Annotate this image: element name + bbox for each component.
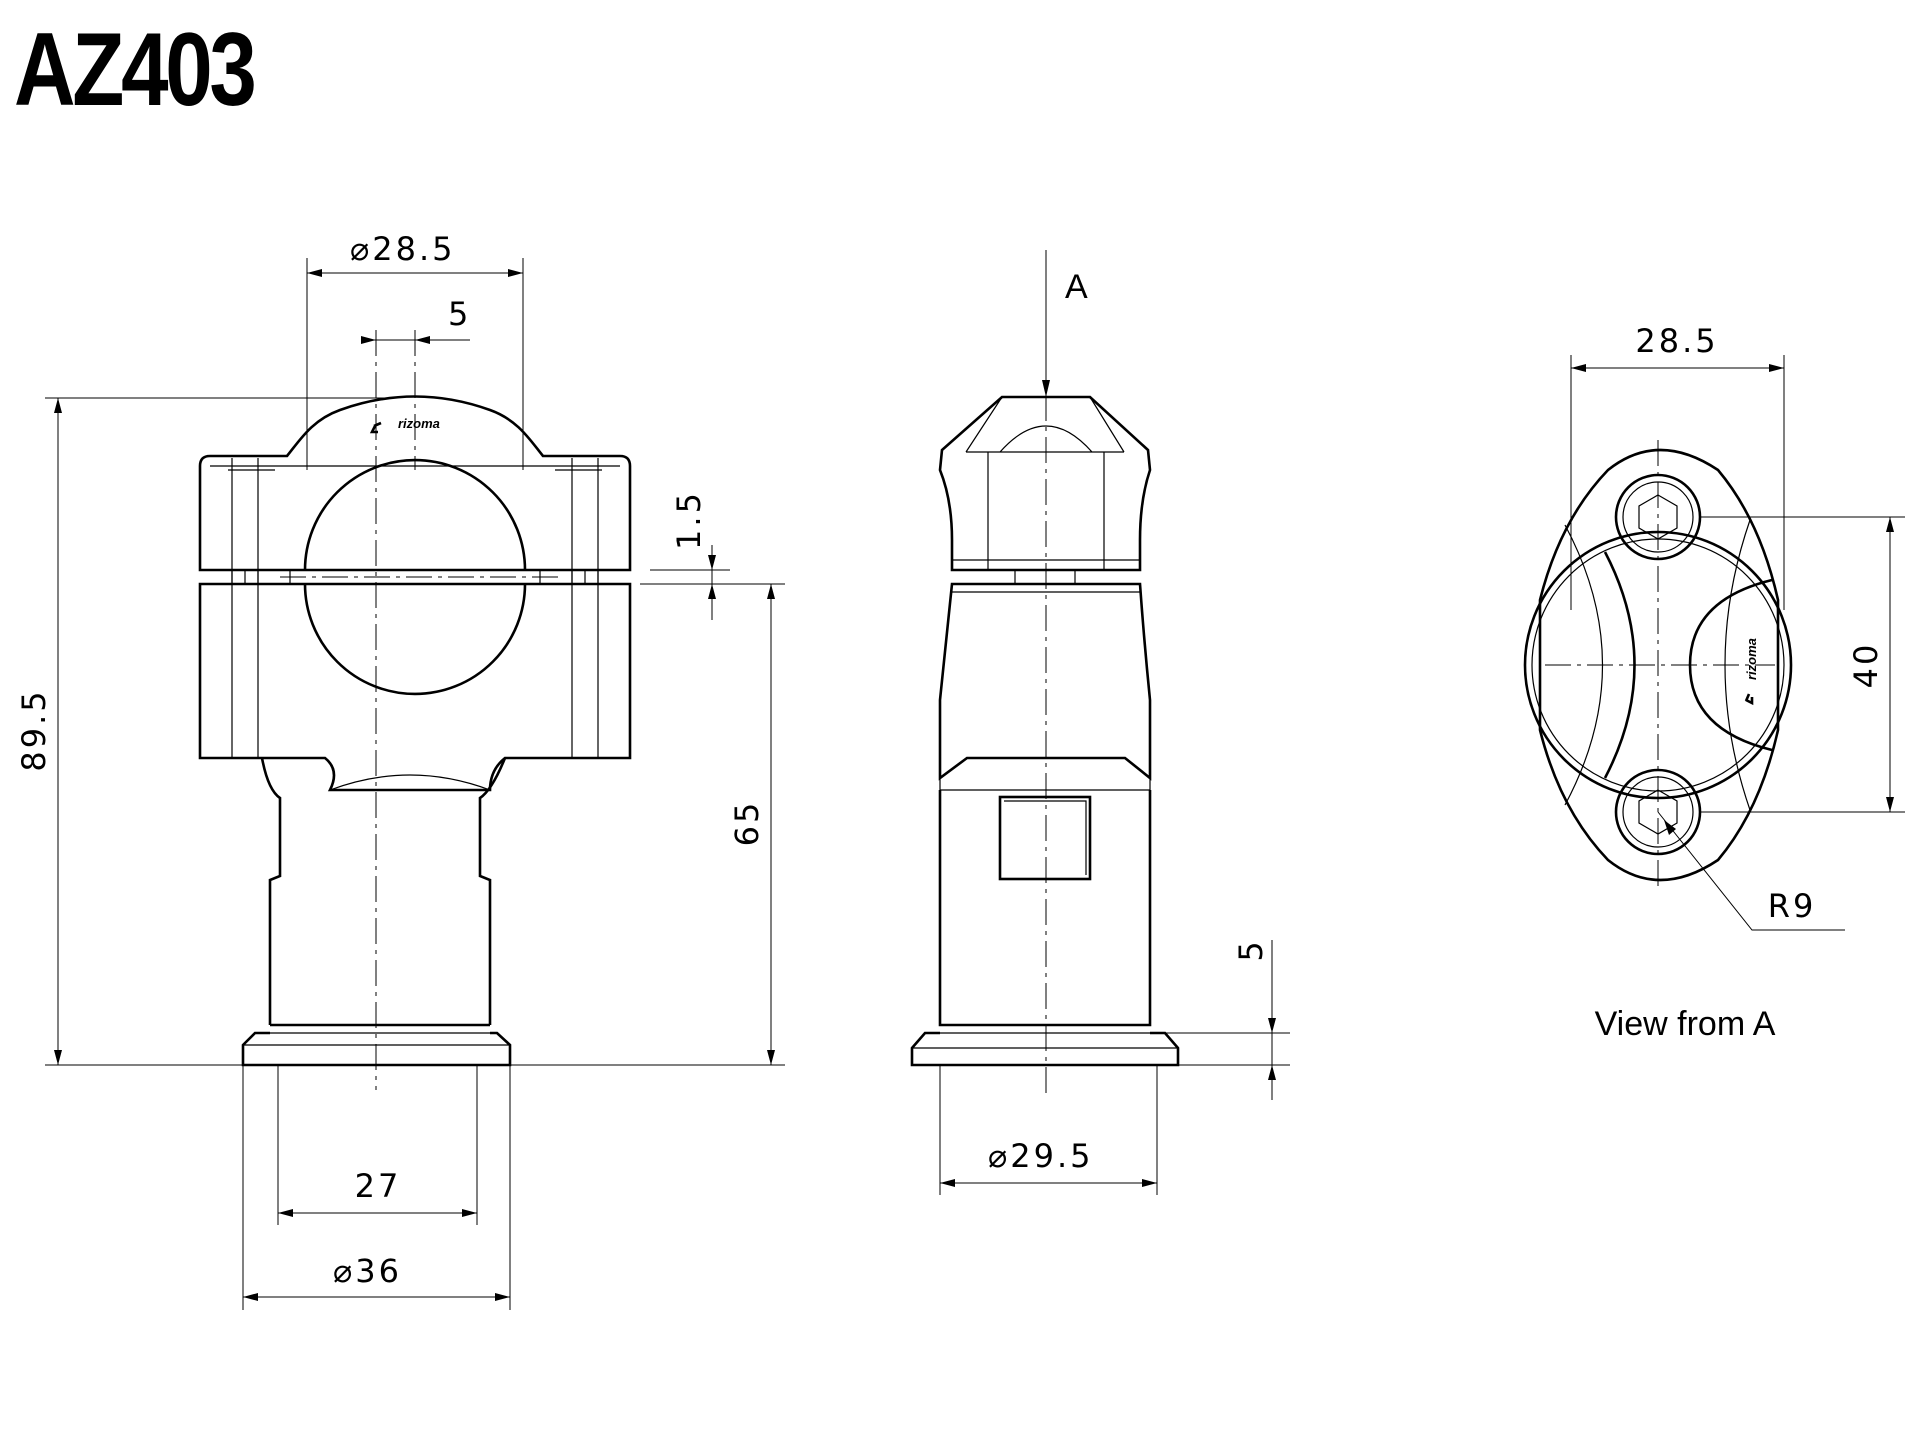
dim-riser-height: 65 xyxy=(728,800,766,847)
side-gap-studs xyxy=(1014,570,1076,584)
side-view xyxy=(910,395,1180,1095)
front-dimensions: ⌀28.5 5 1.5 89.5 65 27 ⌀36 xyxy=(15,230,785,1310)
dim-top-bore: ⌀28.5 xyxy=(350,230,456,268)
top-clamp-outline xyxy=(1538,448,1780,882)
front-saddle-line xyxy=(329,774,491,791)
front-bolt-lines xyxy=(210,458,620,758)
side-window xyxy=(998,795,1092,881)
dim-clamp-gap: 1.5 xyxy=(670,490,708,550)
view-caption: View from A xyxy=(1595,1005,1776,1043)
dim-offset: 5 xyxy=(448,295,471,333)
side-base-flange xyxy=(910,1031,1180,1067)
side-lower-tube xyxy=(938,790,1152,1027)
side-body xyxy=(938,582,1152,781)
side-dimensions: A 5 ⌀29.5 xyxy=(939,250,1290,1195)
dim-side-base-dia: ⌀29.5 xyxy=(988,1137,1094,1175)
dim-collar-height: 5 xyxy=(1232,938,1270,961)
front-neck-fillets xyxy=(260,757,507,1025)
front-clamp-body xyxy=(198,582,632,792)
side-body-ring xyxy=(939,591,1151,791)
dim-overall-height: 89.5 xyxy=(15,688,53,771)
part-number-title: AZ403 xyxy=(14,12,257,128)
dim-bolt-spacing: 40 xyxy=(1847,642,1885,689)
side-top-cap xyxy=(938,395,1152,572)
front-brand-logo: rizoma xyxy=(398,416,440,431)
top-view: rizoma xyxy=(1523,440,1793,890)
dim-radius: R9 xyxy=(1768,887,1817,925)
front-top-cap xyxy=(198,395,632,572)
dim-base-dia: ⌀36 xyxy=(333,1252,402,1290)
front-view: rizoma xyxy=(198,330,632,1090)
view-arrow-label: A xyxy=(1065,268,1088,306)
dim-neck-width: 27 xyxy=(355,1167,402,1205)
top-logo-mark xyxy=(1744,693,1754,706)
dim-top-view-width: 28.5 xyxy=(1635,322,1718,360)
top-brand-logo: rizoma xyxy=(1744,638,1759,680)
side-cap-dome xyxy=(952,396,1140,561)
top-dimensions: 28.5 40 R9 View from A xyxy=(1570,322,1905,1043)
